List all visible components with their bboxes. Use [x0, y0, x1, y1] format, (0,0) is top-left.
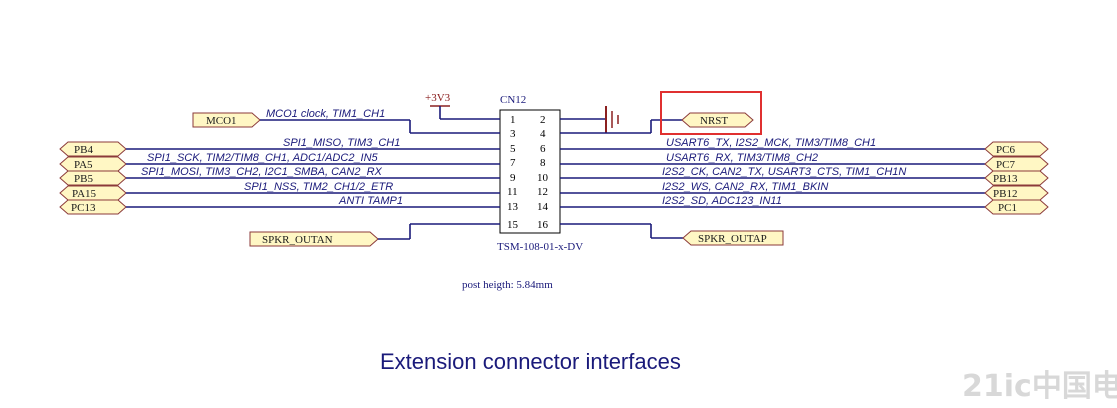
port-pc1-label: PC1 — [998, 202, 1017, 214]
pin-5: 5 — [510, 143, 516, 155]
net-mco1: MCO1 MCO1 clock, TIM1_CH1 — [192, 108, 500, 134]
port-mco1[interactable] — [192, 112, 261, 128]
net-pa15: PA15 SPI1_NSS, TIM2_CH1/2_ETR — [59, 181, 500, 201]
watermark-logo: 21ic中国电子网 — [962, 369, 1117, 404]
net-pc6: PC6 USART6_TX, I2S2_MCK, TIM3/TIM8_CH1 — [560, 137, 1049, 157]
port-pc7[interactable] — [984, 156, 1049, 172]
power-label: +3V3 — [425, 92, 451, 104]
port-pb4-label: PB4 — [74, 144, 93, 156]
right-pin-numbers: 2 4 6 8 10 12 14 16 — [537, 114, 549, 231]
port-nrst-label: NRST — [700, 115, 728, 127]
diagram-title: Extension connector interfaces — [380, 349, 681, 374]
power-3v3: +3V3 — [425, 92, 500, 120]
pin-15: 15 — [507, 219, 519, 231]
net-spkr-outan: SPKR_OUTAN — [249, 223, 500, 247]
net-pb13: PB13 I2S2_CK, CAN2_TX, USART3_CTS, TIM1_… — [560, 166, 1049, 186]
port-pa5[interactable] — [59, 156, 127, 172]
connector-ref: CN12 — [500, 94, 526, 106]
pin-2: 2 — [540, 114, 546, 126]
connector-part: TSM-108-01-x-DV — [497, 241, 583, 253]
port-pb13[interactable] — [984, 170, 1049, 186]
port-pc1[interactable] — [984, 199, 1049, 215]
connector-body — [499, 109, 561, 234]
pin-10: 10 — [537, 172, 549, 184]
net-pa5: PA5 SPI1_SCK, TIM2/TIM8_CH1, ADC1/ADC2_I… — [59, 152, 500, 172]
pin-12: 12 — [537, 186, 548, 198]
pin-13: 13 — [507, 201, 519, 213]
signal-pa5: SPI1_SCK, TIM2/TIM8_CH1, ADC1/ADC2_IN5 — [147, 152, 379, 164]
signal-pc13: ANTI TAMP1 — [338, 195, 403, 207]
pin-7: 7 — [510, 157, 516, 169]
pin-14: 14 — [537, 201, 549, 213]
pin-8: 8 — [540, 157, 546, 169]
pin-9: 9 — [510, 172, 516, 184]
port-pa5-label: PA5 — [74, 159, 93, 171]
port-nrst[interactable] — [681, 112, 754, 128]
port-pb5-label: PB5 — [74, 173, 93, 185]
port-pa15-label: PA15 — [72, 188, 97, 200]
net-pb5: PB5 SPI1_MOSI, TIM3_CH2, I2C1_SMBA, CAN2… — [59, 166, 500, 186]
signal-pc7: USART6_RX, TIM3/TIM8_CH2 — [666, 152, 818, 164]
pin-11: 11 — [507, 186, 518, 198]
port-pb12-label: PB12 — [993, 188, 1017, 200]
signal-pc6: USART6_TX, I2S2_MCK, TIM3/TIM8_CH1 — [666, 137, 876, 149]
post-height-note: post heigth: 5.84mm — [462, 279, 553, 291]
pin-6: 6 — [540, 143, 546, 155]
port-spkr-outap[interactable] — [682, 230, 784, 246]
port-pc13-label: PC13 — [71, 202, 96, 214]
port-pc6[interactable] — [984, 141, 1049, 157]
port-mco1-label: MCO1 — [206, 115, 237, 127]
highlight-box — [660, 91, 762, 135]
net-pb4: PB4 SPI1_MISO, TIM3_CH1 — [59, 137, 500, 157]
ground-symbol — [560, 106, 619, 133]
port-spkr-outap-label: SPKR_OUTAP — [698, 233, 767, 245]
net-pc13: PC13 ANTI TAMP1 — [59, 195, 500, 215]
port-pb13-label: PB13 — [993, 173, 1018, 185]
signal-pc1: I2S2_SD, ADC123_IN11 — [662, 195, 782, 207]
pin-16: 16 — [537, 219, 549, 231]
net-pc7: PC7 USART6_RX, TIM3/TIM8_CH2 — [560, 152, 1049, 172]
signal-pb12: I2S2_WS, CAN2_RX, TIM1_BKIN — [662, 181, 828, 193]
net-nrst: NRST — [560, 91, 762, 135]
left-pin-numbers: 1 3 5 7 9 11 13 15 — [507, 114, 519, 231]
port-pb5[interactable] — [59, 170, 127, 186]
signal-pa15: SPI1_NSS, TIM2_CH1/2_ETR — [244, 181, 393, 193]
pin-4: 4 — [540, 128, 546, 140]
port-pc7-label: PC7 — [996, 159, 1015, 171]
net-pc1: PC1 I2S2_SD, ADC123_IN11 — [560, 195, 1049, 215]
net-spkr-outap: SPKR_OUTAP — [560, 223, 784, 246]
port-pb4[interactable] — [59, 141, 127, 157]
pin-3: 3 — [510, 128, 516, 140]
pin-1: 1 — [510, 114, 516, 126]
port-pc6-label: PC6 — [996, 144, 1015, 156]
net-pb12: PB12 I2S2_WS, CAN2_RX, TIM1_BKIN — [560, 181, 1049, 201]
signal-pb5: SPI1_MOSI, TIM3_CH2, I2C1_SMBA, CAN2_RX — [141, 166, 383, 178]
port-spkr-outan-label: SPKR_OUTAN — [262, 234, 333, 246]
signal-mco1: MCO1 clock, TIM1_CH1 — [266, 108, 385, 120]
signal-pb13: I2S2_CK, CAN2_TX, USART3_CTS, TIM1_CH1N — [662, 166, 906, 178]
signal-pb4: SPI1_MISO, TIM3_CH1 — [283, 137, 400, 149]
port-spkr-outan[interactable] — [249, 231, 379, 247]
